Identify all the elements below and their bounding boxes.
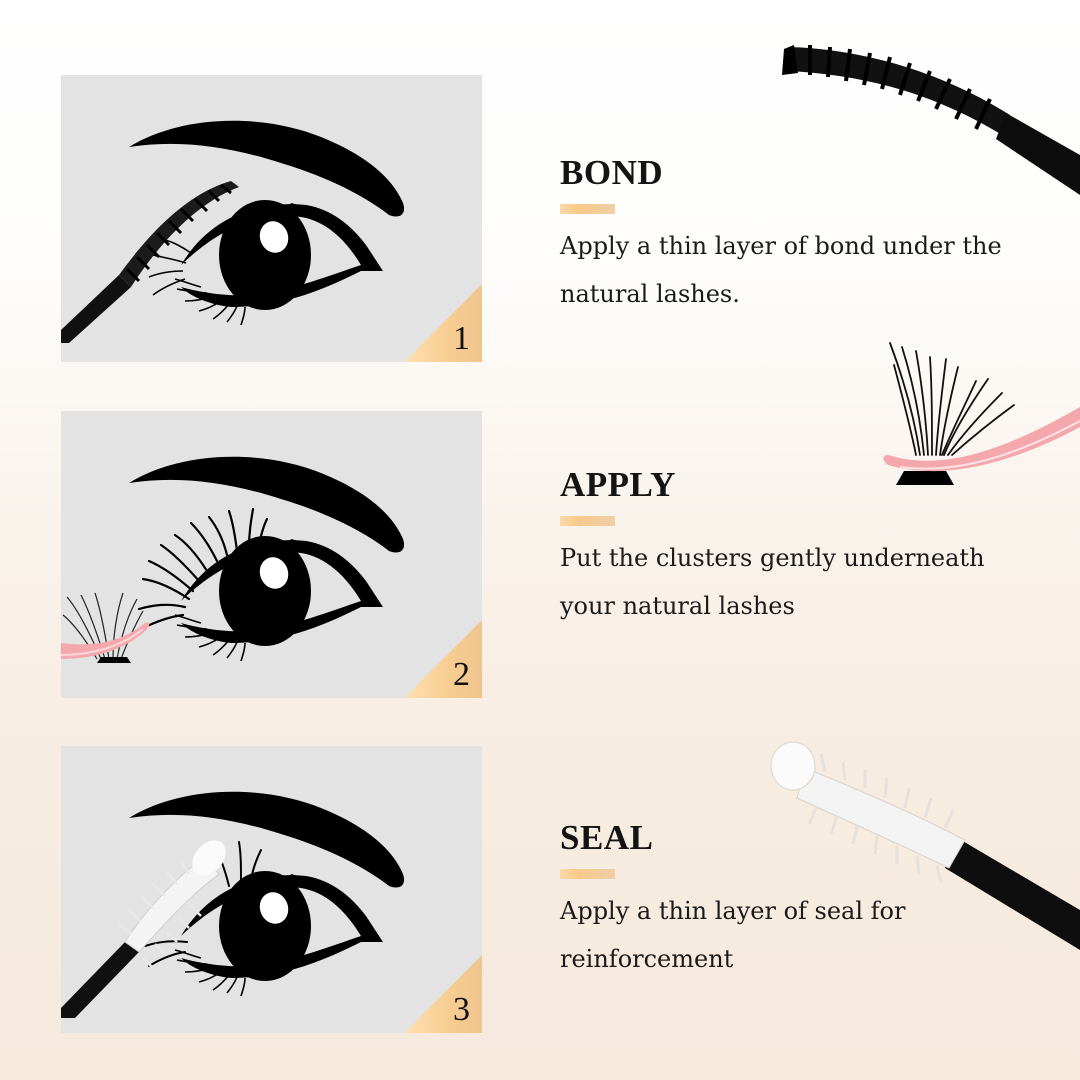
black-spoolie-product bbox=[782, 45, 1080, 195]
lash-cluster-tweezers-product bbox=[883, 342, 1080, 485]
eye-illustration-3 bbox=[61, 790, 405, 1018]
step-1-text: BOND Apply a thin layer of bond under th… bbox=[560, 155, 1010, 318]
seal-wand bbox=[61, 840, 226, 1018]
step-number: 2 bbox=[453, 656, 470, 693]
mascara-wand bbox=[61, 181, 239, 343]
accent-bar bbox=[560, 869, 615, 879]
step-2-illustration: 2 bbox=[61, 411, 482, 698]
step-title: SEAL bbox=[560, 818, 654, 857]
eye-illustration-1 bbox=[61, 119, 405, 343]
accent-bar bbox=[560, 516, 615, 526]
step-3-text: SEAL Apply a thin layer of seal for rein… bbox=[560, 820, 960, 983]
step-title: BOND bbox=[560, 153, 664, 192]
step-description: Apply a thin layer of seal for reinforce… bbox=[560, 897, 906, 973]
white-seal-wand-product bbox=[770, 741, 1080, 950]
eye-illustration-2 bbox=[61, 455, 405, 663]
step-title: APPLY bbox=[560, 465, 676, 504]
accent-bar bbox=[560, 204, 615, 214]
step-description: Apply a thin layer of bond under the nat… bbox=[560, 232, 1002, 308]
step-3-illustration: 3 bbox=[61, 746, 482, 1033]
step-1-illustration: 1 bbox=[61, 75, 482, 362]
step-2-text: APPLY Put the clusters gently underneath… bbox=[560, 467, 1040, 630]
step-description: Put the clusters gently underneath your … bbox=[560, 544, 985, 620]
step-number: 3 bbox=[453, 991, 470, 1028]
step-number: 1 bbox=[453, 320, 470, 357]
